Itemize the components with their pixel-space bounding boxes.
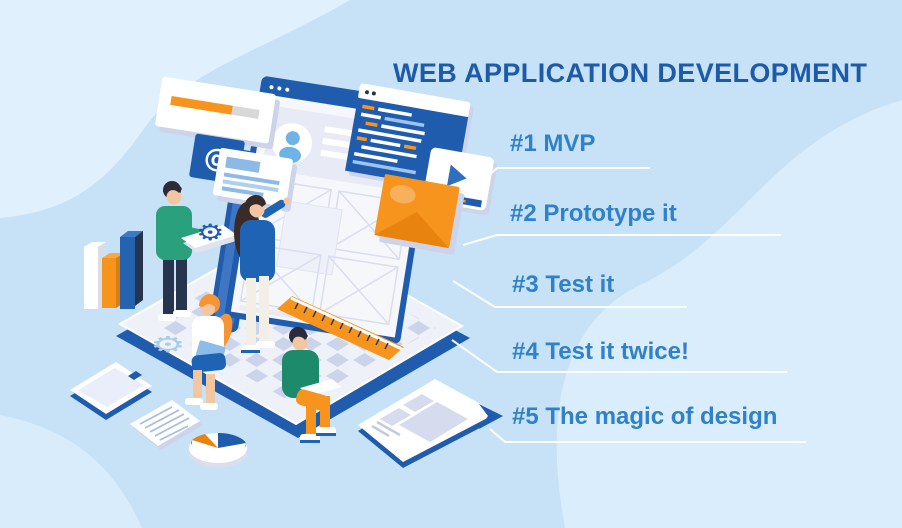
page-title: WEB APPLICATION DEVELOPMENT bbox=[393, 58, 868, 88]
pie-chart-icon bbox=[189, 432, 247, 468]
tablet-icon bbox=[70, 362, 152, 420]
ruler-icon bbox=[277, 296, 404, 360]
play-icon bbox=[446, 164, 467, 187]
bar-chart-icon bbox=[84, 231, 143, 309]
gear-on-stack-icon: ⚙ bbox=[196, 219, 225, 246]
person-woman-sitting-with-tablet bbox=[185, 294, 233, 410]
step-label-4: #4 Test it twice! bbox=[512, 338, 689, 365]
step-label-3: #3 Test it bbox=[512, 271, 615, 298]
step-label-5: #5 The magic of design bbox=[512, 403, 778, 430]
step-connector-lines bbox=[451, 167, 806, 443]
person-man-sitting-with-laptop bbox=[282, 327, 341, 443]
document-icon bbox=[130, 400, 203, 450]
person-woman-pointing-at-screen bbox=[234, 194, 291, 353]
envelope-icon bbox=[374, 174, 465, 255]
wireframe-card-icon bbox=[358, 379, 503, 468]
chat-bubble-icon bbox=[213, 147, 298, 216]
step-label-1: #1 MVP bbox=[510, 130, 596, 157]
person-man-holding-gear-stack: ⚙ bbox=[156, 181, 239, 321]
step-label-2: #2 Prototype it bbox=[510, 200, 677, 227]
gear-icon: ⚙ bbox=[150, 332, 186, 358]
progress-card-icon bbox=[155, 76, 280, 150]
arrow-icon bbox=[479, 404, 503, 429]
